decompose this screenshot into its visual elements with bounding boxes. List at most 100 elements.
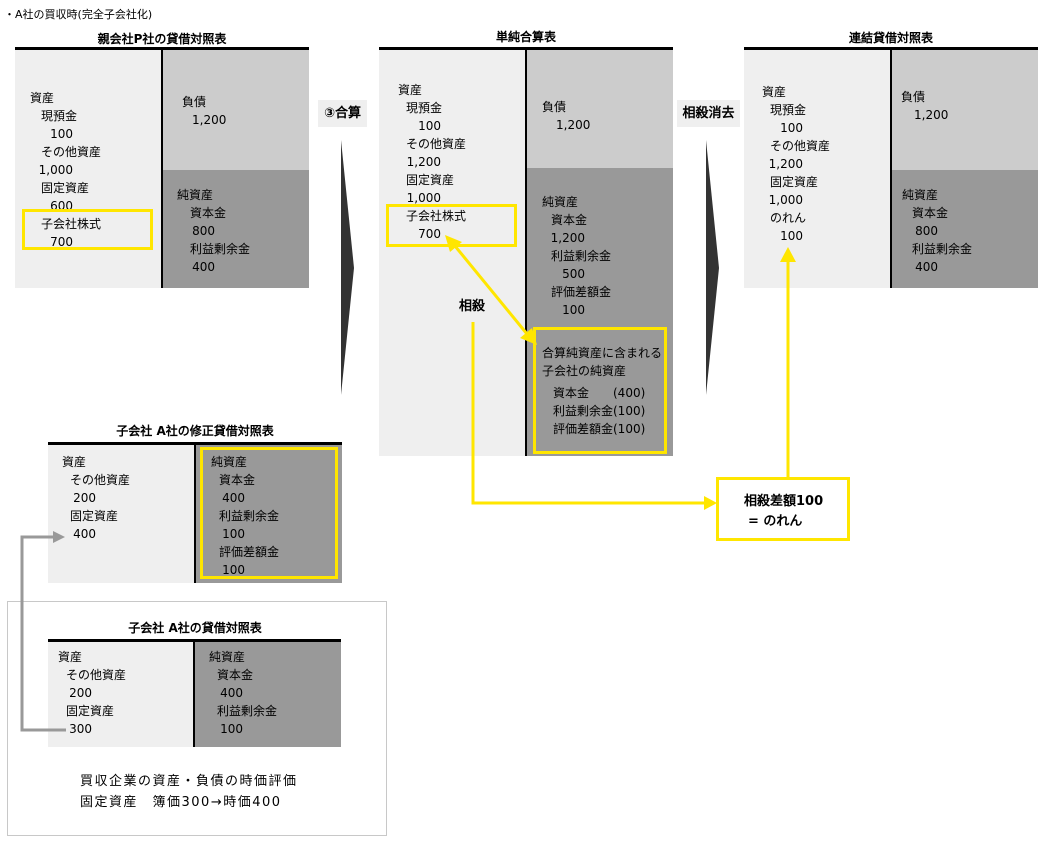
asset-item-value: 200 xyxy=(69,686,92,700)
asset-item-name: 現預金 xyxy=(770,103,807,117)
sub-net-assets-heading-1: 合算純資産に含まれる xyxy=(542,346,663,360)
net-asset-item-value: 400 xyxy=(220,686,243,700)
sub-bs-title: 子会社 A社の貸借対照表 xyxy=(128,621,262,635)
offset-result-arrowhead-icon xyxy=(704,496,717,510)
assets-label: 資産 xyxy=(30,91,55,105)
asset-item-value: 100 xyxy=(780,121,803,135)
net-asset-item-value: 500 xyxy=(562,267,585,281)
assets-label: 資産 xyxy=(62,455,87,469)
sub-net-asset-item: 利益剰余金(100) xyxy=(553,402,645,420)
goodwill-note-line1: 相殺差額100 xyxy=(744,494,824,509)
eliminate-flow-arrow-icon xyxy=(706,140,719,395)
net-assets-label: 純資産 xyxy=(177,188,214,202)
asset-item-value: 700 xyxy=(418,227,441,241)
net-asset-item-name: 利益剰余金 xyxy=(551,249,612,263)
asset-item-value: 1,000 xyxy=(406,191,441,205)
asset-item-value: 1,200 xyxy=(406,155,441,169)
goodwill-note-box: 相殺差額100 = のれん xyxy=(716,477,850,541)
sub-net-asset-name: 利益剰余金 xyxy=(553,404,614,418)
net-assets-label: 純資産 xyxy=(211,455,248,469)
sub-adjusted-net-assets-highlight xyxy=(200,447,338,579)
combined-balance-sheet: 資産 現預金 100 その他資産 1,200 固定資産 1,000 子会社株式 … xyxy=(379,47,673,456)
parent-bs-title: 親会社P社の貸借対照表 xyxy=(97,32,227,46)
net-asset-item-name: 評価差額金 xyxy=(551,285,612,299)
liabilities-value: 1,200 xyxy=(556,118,591,132)
asset-item-name: 固定資産 xyxy=(66,704,115,718)
liabilities-label: 負債 xyxy=(182,95,207,109)
sub-net-assets-section: 純資産 資本金 400 利益剰余金 100 xyxy=(195,642,341,747)
asset-item-name: その他資産 xyxy=(70,473,131,487)
consolidated-assets-column: 資産 現預金 100 その他資産 1,200 固定資産 1,000 のれん 10… xyxy=(744,50,890,288)
fair-value-connector xyxy=(20,535,66,732)
asset-item-value: 1,000 xyxy=(38,163,73,177)
offset-label: 相殺 xyxy=(459,299,486,314)
sub-assets-column: 資産 その他資産 200 固定資産 300 xyxy=(48,642,193,747)
offset-double-arrow-line xyxy=(453,245,529,335)
net-asset-item-name: 資本金 xyxy=(912,206,949,220)
assets-label: 資産 xyxy=(58,650,83,664)
sub-net-assets-heading-2: 子会社の純資産 xyxy=(542,364,627,378)
sub-net-asset-name: 評価差額金 xyxy=(553,422,614,436)
net-asset-item-value: 1,200 xyxy=(550,231,585,245)
asset-item-name: 現預金 xyxy=(41,109,78,123)
offset-result-connector xyxy=(471,322,706,505)
goodwill-item-value: 100 xyxy=(780,229,803,243)
asset-item-name: その他資産 xyxy=(406,137,467,151)
liabilities-label: 負債 xyxy=(542,100,567,114)
valuation-note-line1: 買収企業の資産・負債の時価評価 xyxy=(80,774,298,789)
net-asset-item-value: 100 xyxy=(222,527,245,541)
eliminate-step-label: 相殺消去 xyxy=(677,100,740,127)
net-assets-label: 純資産 xyxy=(902,188,939,202)
sub-net-asset-name: 資本金 xyxy=(553,386,590,400)
offset-arrowhead-down-icon xyxy=(520,328,537,345)
net-asset-item-name: 資本金 xyxy=(190,206,227,220)
assets-label: 資産 xyxy=(762,85,787,99)
net-asset-item-value: 100 xyxy=(222,563,245,577)
goodwill-item-name: のれん xyxy=(770,211,807,225)
net-asset-item-value: 400 xyxy=(915,260,938,274)
offset-arrowhead-up-icon xyxy=(445,235,462,252)
liabilities-value: 1,200 xyxy=(192,113,227,127)
asset-item-value: 100 xyxy=(50,127,73,141)
net-asset-item-value: 400 xyxy=(192,260,215,274)
net-asset-item-value: 100 xyxy=(562,303,585,317)
combined-title: 単純合算表 xyxy=(495,30,556,44)
fair-value-arrowhead-icon xyxy=(53,531,65,543)
asset-item-name: 子会社株式 xyxy=(41,217,102,231)
asset-item-name: 固定資産 xyxy=(41,181,90,195)
sub-net-asset-item: 評価差額金(100) xyxy=(553,420,645,438)
asset-item-name: 固定資産 xyxy=(406,173,455,187)
sub-adjusted-title: 子会社 A社の修正貸借対照表 xyxy=(116,424,274,438)
sub-balance-sheet: 資産 その他資産 200 固定資産 300 純資産 資本金 400 利益剰余金 … xyxy=(48,639,341,747)
combined-assets-column: 資産 現預金 100 その他資産 1,200 固定資産 1,000 子会社株式 … xyxy=(379,50,525,456)
sub-net-asset-value: (100) xyxy=(613,404,646,418)
column-divider xyxy=(890,50,892,288)
asset-item-value: 300 xyxy=(69,722,92,736)
valuation-note-line2: 固定資産 簿価300→時価400 xyxy=(80,795,282,810)
net-asset-item-name: 利益剰余金 xyxy=(190,242,251,256)
goodwill-arrowhead-icon xyxy=(780,247,796,262)
asset-item-name: 現預金 xyxy=(406,101,443,115)
sub-adjusted-balance-sheet: 資産 その他資産 200 固定資産 400 純資産 資本金 400 利益剰余金 … xyxy=(48,442,342,583)
column-divider xyxy=(194,445,196,583)
asset-item-name: その他資産 xyxy=(41,145,102,159)
parent-net-assets-section: 純資産 資本金 800 利益剰余金 400 xyxy=(163,170,309,288)
net-asset-item-value: 400 xyxy=(222,491,245,505)
net-assets-label: 純資産 xyxy=(209,650,246,664)
asset-item-value: 700 xyxy=(50,235,73,249)
sub-net-asset-item: 資本金 (400) xyxy=(553,384,645,402)
liabilities-label: 負債 xyxy=(901,90,926,104)
net-assets-label: 純資産 xyxy=(542,195,579,209)
column-divider xyxy=(193,642,195,747)
consolidated-liabilities-section: 負債 1,200 xyxy=(892,50,1038,170)
sub-adjusted-net-assets-section: 純資産 資本金 400 利益剰余金 100 評価差額金 100 xyxy=(196,445,342,583)
asset-item-value: 200 xyxy=(73,491,96,505)
net-asset-item-name: 資本金 xyxy=(219,473,256,487)
goodwill-note-line2: = のれん xyxy=(748,514,803,529)
combine-flow-arrow-icon xyxy=(341,140,354,395)
combined-liabilities-section: 負債 1,200 xyxy=(527,50,673,168)
asset-item-name: その他資産 xyxy=(66,668,127,682)
sub-net-asset-value: (400) xyxy=(613,386,646,400)
subsidiary-shares-highlight xyxy=(22,209,153,250)
net-asset-item-name: 資本金 xyxy=(217,668,254,682)
